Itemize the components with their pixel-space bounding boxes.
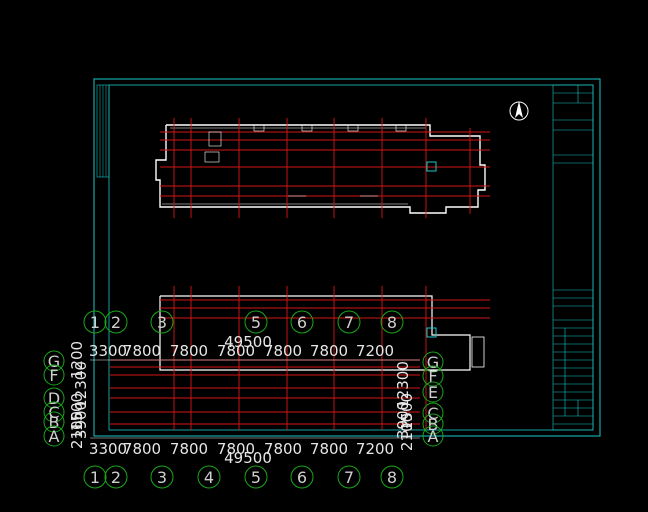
axis-bubble-right-E: E — [422, 381, 444, 403]
dim-span-top-4: 7800 — [264, 342, 302, 360]
dim-span-bottom-5: 7800 — [310, 440, 348, 458]
dim-span-top-3: 7800 — [217, 342, 255, 360]
axis-bubble-top-7: 7 — [337, 310, 361, 334]
binding-strip — [96, 84, 110, 178]
axis-bubble-top-3: 3 — [150, 310, 174, 334]
dim-vert-left-3: 3900 — [72, 401, 90, 439]
dim-vert-right-0: 12300 — [394, 361, 412, 409]
title-block — [552, 84, 594, 431]
axis-label: G — [427, 353, 439, 372]
dim-span-top-0: 3300 — [89, 342, 127, 360]
axis-bubble-left-A: A — [43, 425, 65, 447]
lower-floor-plan — [110, 286, 490, 430]
axis-label: 6 — [297, 468, 307, 487]
axis-label: 1 — [90, 468, 100, 487]
axis-bubble-top-1: 1 — [83, 310, 107, 334]
axis-label: 2 — [111, 313, 121, 332]
axis-bubble-left-B: B — [43, 411, 65, 433]
axis-label: B — [428, 415, 439, 434]
axis-bubble-bottom-2: 2 — [104, 465, 128, 489]
dim-vert-left-2: 1500 — [68, 393, 86, 431]
axis-label: 2 — [111, 468, 121, 487]
dim-total-top: 49500 — [224, 333, 272, 351]
axis-label: G — [48, 352, 60, 371]
axis-label: 5 — [251, 468, 261, 487]
axis-bubble-bottom-3: 3 — [150, 465, 174, 489]
axis-label: D — [48, 389, 60, 408]
dim-span-bottom-4: 7800 — [264, 440, 302, 458]
axis-bubble-bottom-8: 8 — [380, 465, 404, 489]
axis-label: 6 — [297, 313, 307, 332]
axis-bubble-top-2: 2 — [104, 310, 128, 334]
axis-bubble-top-5: 5 — [244, 310, 268, 334]
dim-span-bottom-1: 7800 — [123, 440, 161, 458]
dim-vert-left-0: 1200 — [68, 341, 86, 379]
axis-bubble-bottom-5: 5 — [244, 465, 268, 489]
axis-bubble-right-A: A — [422, 425, 444, 447]
dim-total-bottom: 49500 — [224, 449, 272, 467]
dim-vert-right-1: 1500 — [398, 393, 416, 431]
dim-span-bottom-2: 7800 — [170, 440, 208, 458]
axis-bubble-bottom-7: 7 — [337, 465, 361, 489]
axis-label: 4 — [204, 468, 214, 487]
dim-vert-right-2: 3900 — [394, 401, 412, 439]
dim-span-bottom-0: 3300 — [89, 440, 127, 458]
axis-bubble-top-6: 6 — [290, 310, 314, 334]
cyan-marker — [426, 161, 437, 172]
dim-span-bottom-3: 7800 — [217, 440, 255, 458]
dim-vert-left-1: 12300 — [72, 361, 90, 409]
dim-vert-right-3: 2100 — [398, 413, 416, 451]
dim-span-top-5: 7800 — [310, 342, 348, 360]
axis-bubble-bottom-6: 6 — [290, 465, 314, 489]
dim-span-top-1: 7800 — [123, 342, 161, 360]
dim-span-bottom-6: 7200 — [356, 440, 394, 458]
axis-label: 8 — [387, 313, 397, 332]
axis-bubble-top-8: 8 — [380, 310, 404, 334]
dim-span-top-2: 7800 — [170, 342, 208, 360]
axis-bubble-left-F: F — [43, 364, 65, 386]
axis-label: 3 — [157, 313, 167, 332]
axis-bubble-right-G: G — [422, 351, 444, 373]
axis-bubble-left-D: D — [43, 387, 65, 409]
axis-label: 7 — [344, 313, 354, 332]
axis-bubble-bottom-1: 1 — [83, 465, 107, 489]
sheet-frame — [93, 78, 601, 437]
dim-vert-left-4: 2100 — [68, 411, 86, 449]
axis-bubble-left-G: G — [43, 350, 65, 372]
axis-label: 7 — [344, 468, 354, 487]
axis-label: E — [428, 383, 438, 402]
axis-label: 5 — [251, 313, 261, 332]
axis-label: F — [49, 366, 58, 385]
dim-span-top-6: 7200 — [356, 342, 394, 360]
north-arrow-icon — [509, 101, 529, 121]
inner-frame — [108, 84, 594, 431]
axis-bubble-right-B: B — [422, 413, 444, 435]
axis-label: A — [49, 427, 60, 446]
axis-label: A — [428, 427, 439, 446]
axis-bubble-right-F: F — [422, 365, 444, 387]
upper-floor-plan — [155, 118, 490, 218]
axis-label: 3 — [157, 468, 167, 487]
axis-label: F — [428, 367, 437, 386]
axis-bubble-bottom-4: 4 — [197, 465, 221, 489]
axis-label: 8 — [387, 468, 397, 487]
axis-label: B — [49, 413, 60, 432]
axis-label: 1 — [90, 313, 100, 332]
